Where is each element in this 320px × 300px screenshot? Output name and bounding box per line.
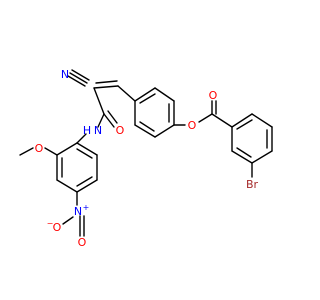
atom-br: Br [246, 178, 259, 191]
atom-o-ester: O [188, 119, 197, 132]
atom-n-cyano: N [61, 68, 69, 81]
atom-o-methoxy: O [35, 142, 44, 155]
atom-o-nitro: O [78, 236, 87, 249]
atom-o-nitro-charge: − [47, 219, 54, 228]
atom-n-nitro-charge: + [83, 203, 90, 212]
atom-h-amide: H [83, 124, 91, 137]
molecule-structure: N O N H O N + O − O O O Br [19, 68, 273, 249]
atom-labels: N O N H O N + O − O O O Br [35, 68, 259, 249]
atom-o-carbonyl: O [209, 89, 218, 102]
atom-n-amide: N [94, 124, 102, 137]
atom-o-nitro-minus: O [53, 221, 62, 234]
atom-o-amide: O [116, 124, 125, 137]
atom-n-nitro: N [74, 205, 82, 218]
bond-skeleton [19, 69, 273, 237]
